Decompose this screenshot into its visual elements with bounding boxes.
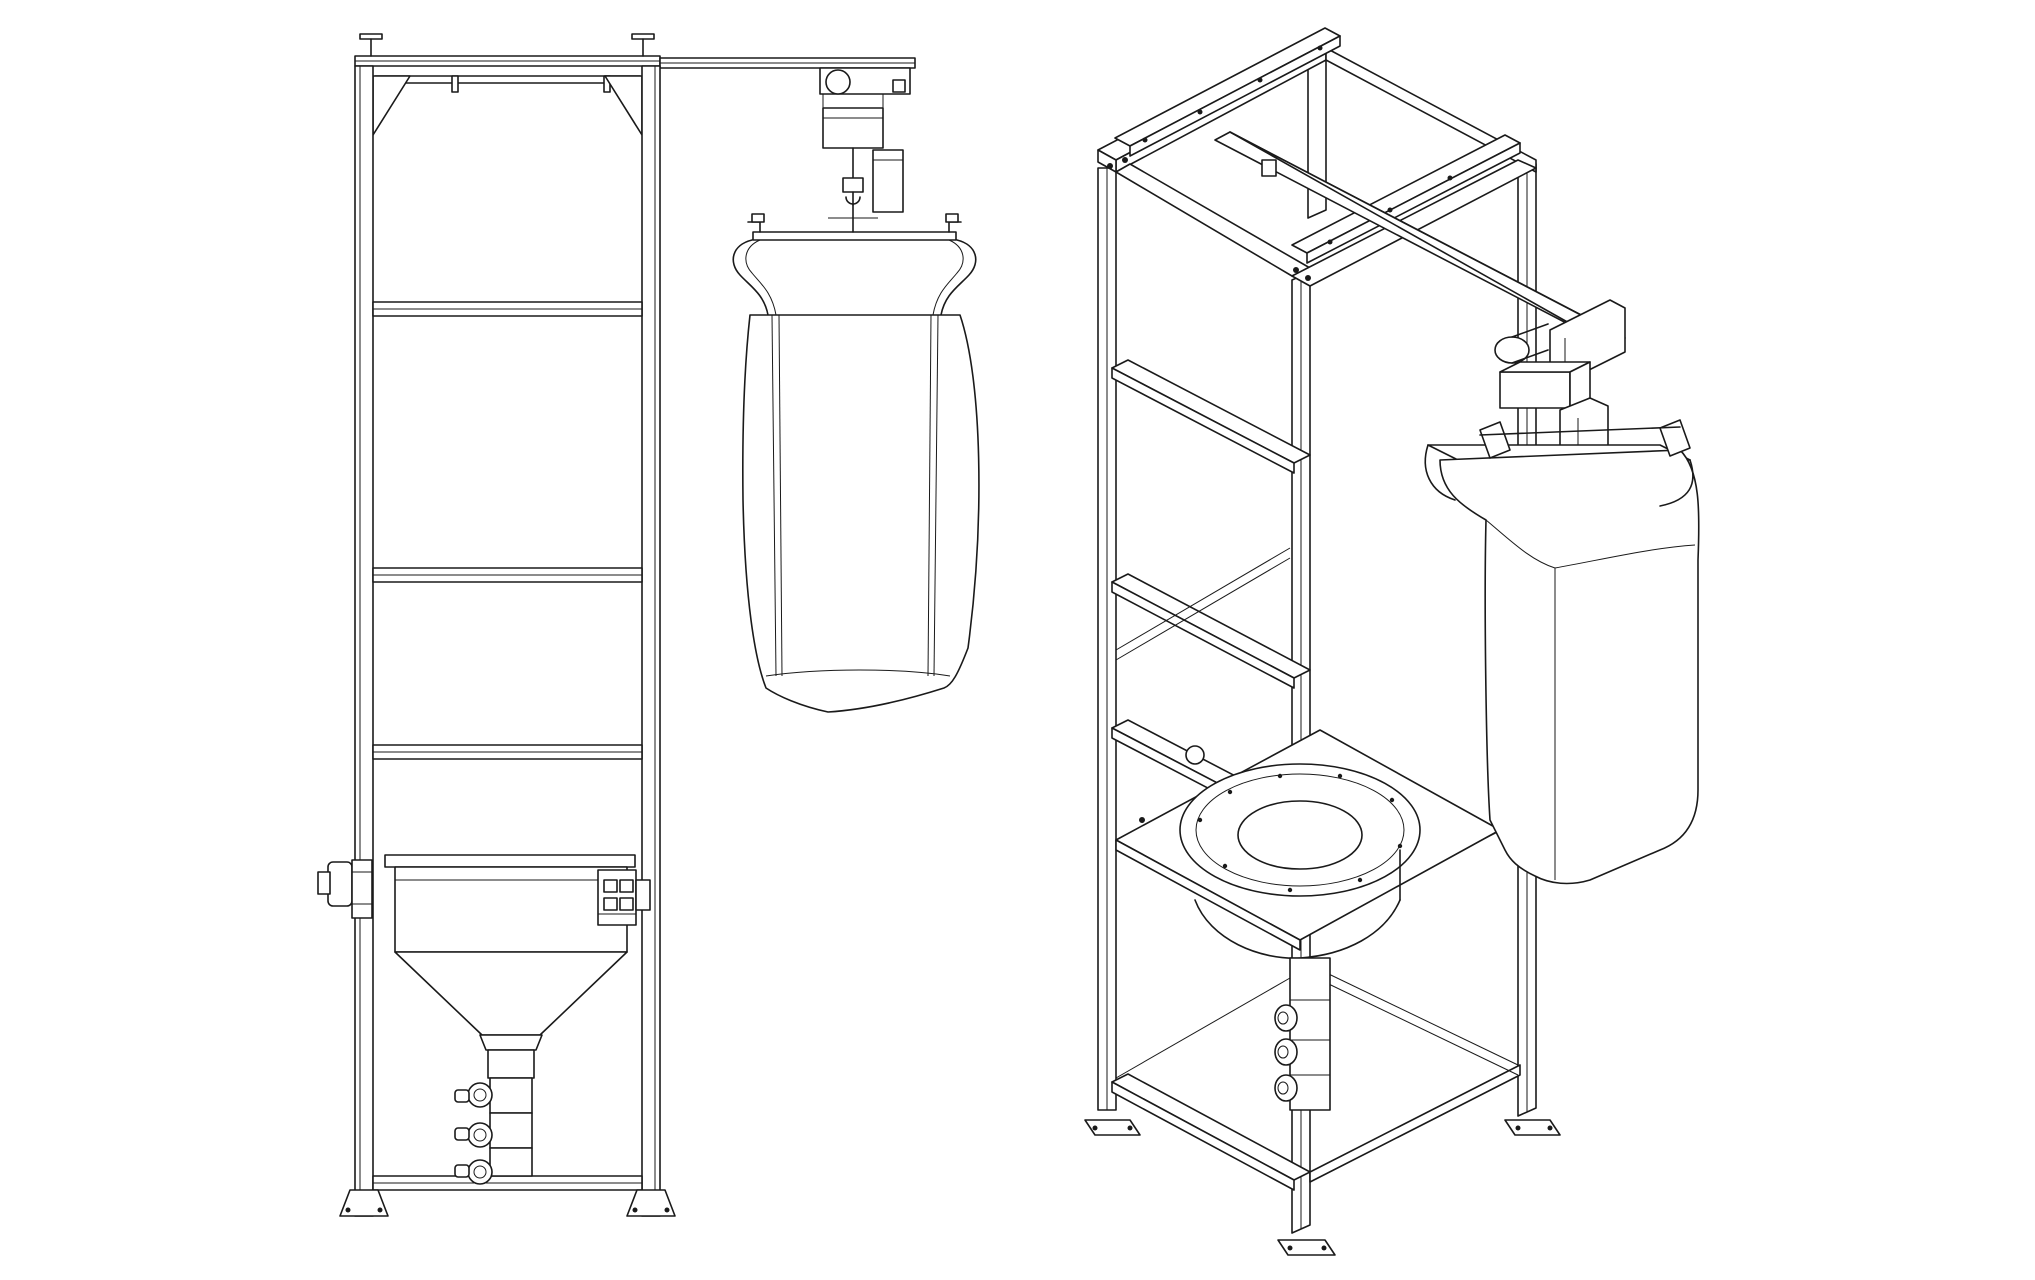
electric-hoist xyxy=(822,107,884,149)
iso-frame-rungs xyxy=(1111,359,1521,1191)
iso-bulk-bag xyxy=(1424,419,1700,885)
cantilever-hoist-beam xyxy=(659,57,916,213)
front-elevation-view xyxy=(317,33,980,1217)
hoist-motor xyxy=(872,149,904,213)
base-plates xyxy=(339,1189,676,1217)
bag-lifting-frame xyxy=(752,231,957,241)
iso-base-plates xyxy=(1084,1119,1561,1256)
discharge-outlets xyxy=(454,1077,533,1185)
isometric-view xyxy=(1084,27,1700,1256)
top-beam xyxy=(354,33,661,136)
discharge-hopper xyxy=(317,854,651,1079)
frame-columns xyxy=(354,65,661,1217)
iso-discharge-outlets xyxy=(1274,957,1331,1111)
frame-cross-members xyxy=(372,301,643,1191)
bulk-bag-front xyxy=(732,204,980,713)
iso-trolley-beam xyxy=(1214,131,1626,465)
iso-top-rails xyxy=(1114,27,1521,264)
